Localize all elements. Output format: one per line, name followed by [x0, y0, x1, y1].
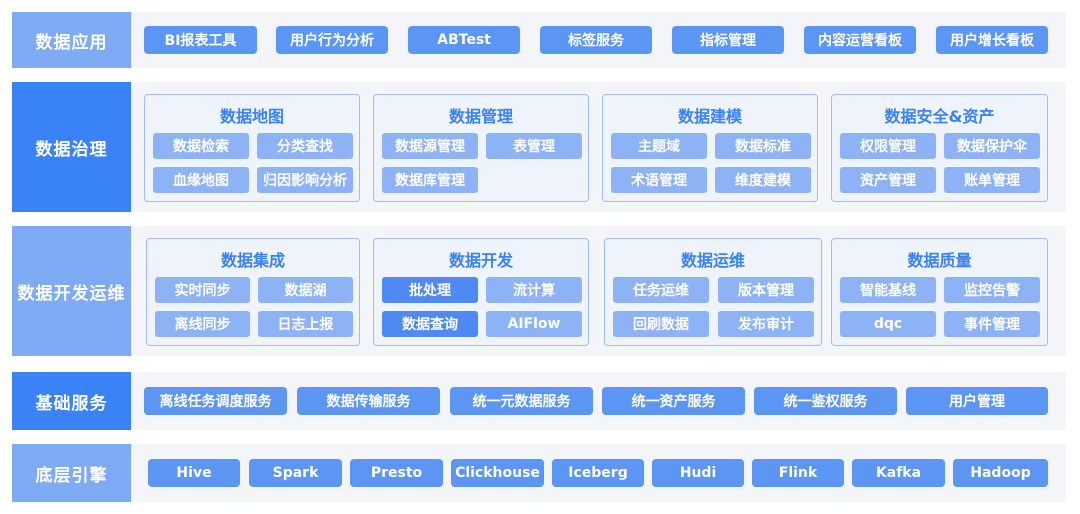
sub-item[interactable]: 日志上报: [258, 311, 353, 337]
engine-item-iceberg[interactable]: Iceberg: [552, 459, 644, 487]
sub-item[interactable]: 数据湖: [258, 277, 353, 303]
sub-item[interactable]: 实时同步: [155, 277, 250, 303]
app-item-content-board[interactable]: 内容运营看板: [804, 26, 916, 54]
sub-item[interactable]: 数据库管理: [382, 167, 478, 193]
base-item-transfer[interactable]: 数据传输服务: [297, 387, 440, 415]
sub-item[interactable]: 表管理: [486, 133, 582, 159]
layer-governance: 数据治理 数据地图 数据检索 分类查找 血缘地图 归因影响分析 数据管理 数据源…: [12, 82, 1066, 212]
sub-item[interactable]: 任务运维: [613, 277, 709, 303]
base-item-asset[interactable]: 统一资产服务: [602, 387, 745, 415]
sub-item[interactable]: 回刷数据: [613, 311, 709, 337]
base-item-scheduler[interactable]: 离线任务调度服务: [144, 387, 287, 415]
sub-item[interactable]: 批处理: [382, 277, 478, 303]
layer-base-label: 基础服务: [12, 372, 131, 430]
panel-data-security: 数据安全&资产 权限管理 数据保护伞 资产管理 账单管理: [831, 94, 1048, 202]
app-item-growth-board[interactable]: 用户增长看板: [936, 26, 1048, 54]
base-item-user-mgmt[interactable]: 用户管理: [906, 387, 1048, 415]
app-item-user-behavior[interactable]: 用户行为分析: [276, 26, 388, 54]
sub-item[interactable]: 资产管理: [840, 167, 936, 193]
sub-item[interactable]: 血缘地图: [153, 167, 249, 193]
base-item-metadata[interactable]: 统一元数据服务: [450, 387, 593, 415]
layer-governance-label: 数据治理: [12, 82, 131, 212]
sub-item[interactable]: 权限管理: [840, 133, 936, 159]
layer-engine: 底层引擎 Hive Spark Presto Clickhouse Iceber…: [12, 444, 1066, 502]
layer-devops: 数据开发运维 数据集成 实时同步 数据湖 离线同步 日志上报 数据开发 批处理 …: [12, 226, 1066, 356]
panel-title: 数据开发: [448, 251, 513, 270]
layer-app: 数据应用 BI报表工具 用户行为分析 ABTest 标签服务 指标管理 内容运营…: [12, 12, 1066, 68]
panel-data-development: 数据开发 批处理 流计算 数据查询 AIFlow: [373, 238, 589, 346]
engine-item-kafka[interactable]: Kafka: [852, 459, 945, 487]
sub-item[interactable]: 账单管理: [944, 167, 1040, 193]
engine-item-hadoop[interactable]: Hadoop: [953, 459, 1048, 487]
app-item-bi[interactable]: BI报表工具: [144, 26, 257, 54]
sub-item[interactable]: 流计算: [486, 277, 582, 303]
sub-item[interactable]: 版本管理: [718, 277, 814, 303]
sub-item[interactable]: 离线同步: [155, 311, 250, 337]
panel-data-quality: 数据质量 智能基线 监控告警 dqc 事件管理: [831, 238, 1048, 346]
panel-data-map: 数据地图 数据检索 分类查找 血缘地图 归因影响分析: [144, 94, 360, 202]
sub-item[interactable]: 智能基线: [840, 277, 936, 303]
engine-item-hudi[interactable]: Hudi: [652, 459, 744, 487]
engine-item-hive[interactable]: Hive: [148, 459, 240, 487]
app-item-metric-mgmt[interactable]: 指标管理: [672, 26, 784, 54]
sub-item[interactable]: AIFlow: [486, 311, 582, 337]
engine-item-presto[interactable]: Presto: [350, 459, 443, 487]
panel-title: 数据管理: [448, 107, 513, 126]
layer-base: 基础服务 离线任务调度服务 数据传输服务 统一元数据服务 统一资产服务 统一鉴权…: [12, 372, 1066, 430]
sub-item[interactable]: 主题域: [611, 133, 707, 159]
engine-item-clickhouse[interactable]: Clickhouse: [451, 459, 544, 487]
panel-data-operations: 数据运维 任务运维 版本管理 回刷数据 发布审计: [604, 238, 822, 346]
base-item-auth[interactable]: 统一鉴权服务: [754, 387, 897, 415]
layer-app-label: 数据应用: [12, 12, 131, 68]
panel-title: 数据地图: [219, 107, 284, 126]
panel-title: 数据质量: [907, 251, 972, 270]
panel-title: 数据运维: [680, 251, 745, 270]
sub-item[interactable]: 事件管理: [944, 311, 1040, 337]
app-item-abtest[interactable]: ABTest: [408, 26, 520, 54]
sub-item[interactable]: 数据标准: [715, 133, 811, 159]
sub-item[interactable]: 维度建模: [715, 167, 811, 193]
sub-item[interactable]: dqc: [840, 311, 936, 337]
panel-data-modeling: 数据建模 主题域 数据标准 术语管理 维度建模: [602, 94, 818, 202]
sub-item[interactable]: 监控告警: [944, 277, 1040, 303]
panel-title: 数据集成: [220, 251, 285, 270]
layer-engine-label: 底层引擎: [12, 444, 131, 502]
panel-title: 数据建模: [677, 107, 742, 126]
panel-title: 数据安全&资产: [884, 107, 995, 126]
sub-item[interactable]: 数据检索: [153, 133, 249, 159]
engine-item-spark[interactable]: Spark: [249, 459, 342, 487]
engine-item-flink[interactable]: Flink: [752, 459, 844, 487]
sub-item[interactable]: 数据源管理: [382, 133, 478, 159]
layer-devops-label: 数据开发运维: [12, 226, 131, 356]
sub-item[interactable]: 归因影响分析: [257, 167, 353, 193]
sub-item[interactable]: 术语管理: [611, 167, 707, 193]
sub-item[interactable]: 发布审计: [718, 311, 814, 337]
panel-data-integration: 数据集成 实时同步 数据湖 离线同步 日志上报: [146, 238, 360, 346]
sub-item[interactable]: 分类查找: [257, 133, 353, 159]
app-item-tag-service[interactable]: 标签服务: [540, 26, 652, 54]
sub-item[interactable]: 数据保护伞: [944, 133, 1040, 159]
panel-data-management: 数据管理 数据源管理 表管理 数据库管理: [373, 94, 589, 202]
sub-item[interactable]: 数据查询: [382, 311, 478, 337]
